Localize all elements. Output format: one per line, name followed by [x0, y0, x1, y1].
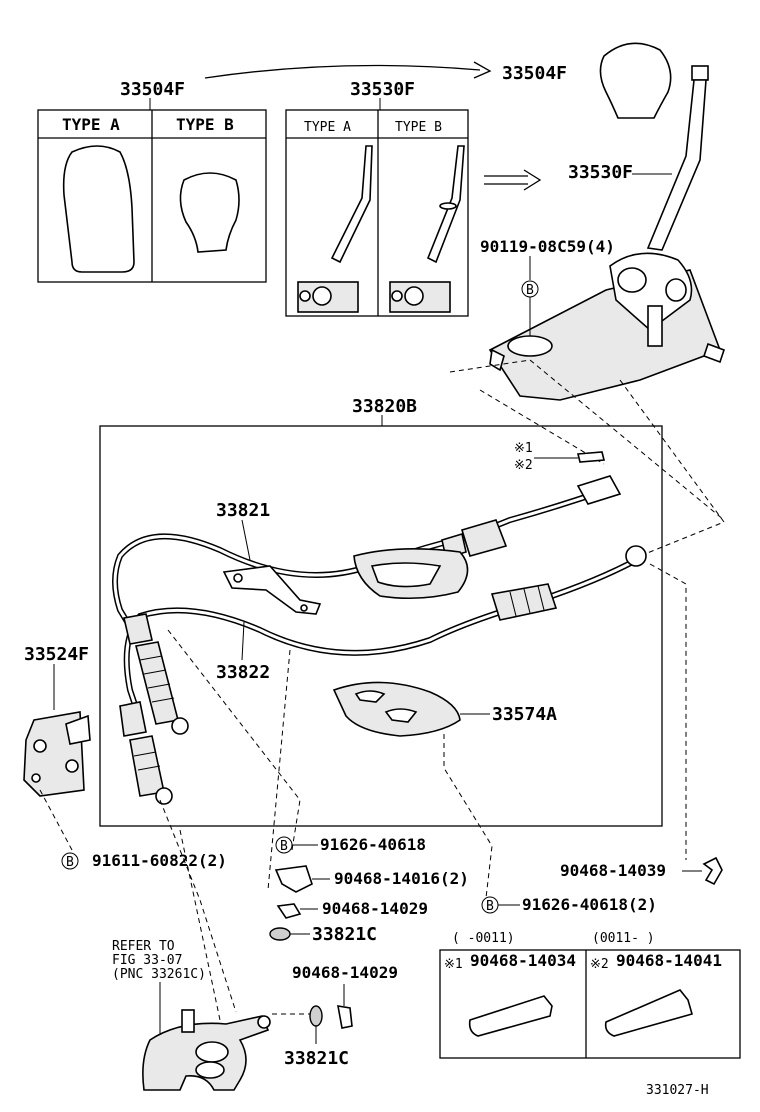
lever-type-box: 33530F TYPE A TYPE B: [285, 79, 469, 317]
callout-knob-box: 33504F: [120, 79, 185, 100]
clip-90468-14029: [276, 903, 302, 919]
reference-note: REFER TO FIG 33-07 (PNC 33261C): [112, 939, 206, 1040]
bushing-33821C-a: [269, 927, 291, 941]
callout-cable-assy: 33820B: [352, 396, 417, 417]
bolt-marker-b-right: B: [481, 896, 499, 914]
callout-lever-box: 33530F: [350, 79, 415, 100]
base-guide-lines: [449, 359, 725, 860]
cable-bracket-plate: [222, 565, 322, 615]
diagram-code: 331027-H: [646, 1083, 709, 1098]
callout-clip-b: 90468-14029: [322, 899, 428, 918]
note-1: ※1: [514, 441, 533, 456]
cable-assy-box: [99, 425, 663, 827]
callout-bolt-right: 91626-40618(2): [522, 895, 657, 914]
callout-cover-plate: 33574A: [492, 704, 557, 725]
note-2: ※2: [514, 458, 533, 473]
svg-text:B: B: [526, 283, 534, 298]
reference-line3: (PNC 33261C): [112, 967, 206, 982]
lever-type-b-shape: [389, 145, 465, 313]
knob-type-b-shape: [179, 172, 240, 253]
callout-bushing-a: 33821C: [312, 924, 377, 945]
lower-guide-lines: [39, 629, 493, 1021]
lever-arrow: [484, 169, 542, 191]
bolt-marker-b-mid: B: [275, 836, 293, 854]
knob-type-a-label: TYPE A: [62, 115, 120, 134]
shift-knob: [599, 42, 672, 119]
variant-1-clip: [468, 995, 553, 1037]
bolt-marker-b-left: B: [61, 852, 79, 870]
callout-clip-right: 90468-14039: [560, 861, 666, 880]
lever-type-a-shape: [297, 145, 373, 313]
callout-knob-top: 33504F: [502, 63, 567, 84]
shift-lever: [646, 65, 709, 251]
callout-lever-main: 33530F: [568, 162, 633, 183]
callout-bracket: 33524F: [24, 644, 89, 665]
variant-1-range: ( -0011): [452, 931, 515, 946]
callout-cable-2: 33822: [216, 662, 270, 683]
clip-90468-14016: [274, 865, 313, 893]
lever-type-a-label: TYPE A: [304, 120, 351, 135]
bracket-33524F: [23, 711, 91, 797]
variant-2-part: 90468-14041: [616, 951, 722, 970]
callout-cable-1: 33821: [216, 500, 270, 521]
variant-1-part: 90468-14034: [470, 951, 576, 970]
variant-2-marker: ※2: [590, 957, 609, 972]
variant-2-range: (0011- ): [592, 931, 655, 946]
svg-text:B: B: [486, 899, 494, 914]
callout-bushing-b: 33821C: [284, 1048, 349, 1069]
knob-arrow: [204, 61, 492, 79]
transmission-housing: [142, 1009, 271, 1091]
svg-text:B: B: [280, 839, 288, 854]
svg-text:B: B: [66, 855, 74, 870]
knob-type-a-shape: [62, 145, 135, 273]
callout-clip-a: 90468-14016(2): [334, 869, 469, 888]
bolt-marker-b-top: B: [521, 280, 539, 298]
reference-line2: FIG 33-07: [112, 953, 182, 968]
knob-type-box: 33504F TYPE A TYPE B: [37, 79, 267, 283]
variant-2-clip: [604, 989, 693, 1037]
lever-type-b-label: TYPE B: [395, 120, 442, 135]
reference-line1: REFER TO: [112, 939, 175, 954]
variant-table: ( -0011) (0011- ) ※1 90468-14034 ※2 9046…: [439, 931, 741, 1059]
clip-90468-14029-b: [337, 1005, 353, 1029]
variant-1-marker: ※1: [444, 957, 463, 972]
clip-90468-14039: [702, 856, 723, 886]
callout-bolt-left: 91611-60822(2): [92, 851, 227, 870]
cable-33821: [112, 475, 622, 632]
knob-type-b-label: TYPE B: [176, 115, 234, 134]
cable-end-springs: [119, 613, 189, 805]
shift-base: [488, 252, 726, 401]
callout-bolt-mid: 91626-40618: [320, 835, 426, 854]
cover-plate-33574A: [332, 681, 461, 737]
bushing-33821C-b: [309, 1005, 323, 1027]
callout-bolt-main: 90119-08C59(4): [480, 237, 615, 256]
callout-clip-c: 90468-14029: [292, 963, 398, 982]
